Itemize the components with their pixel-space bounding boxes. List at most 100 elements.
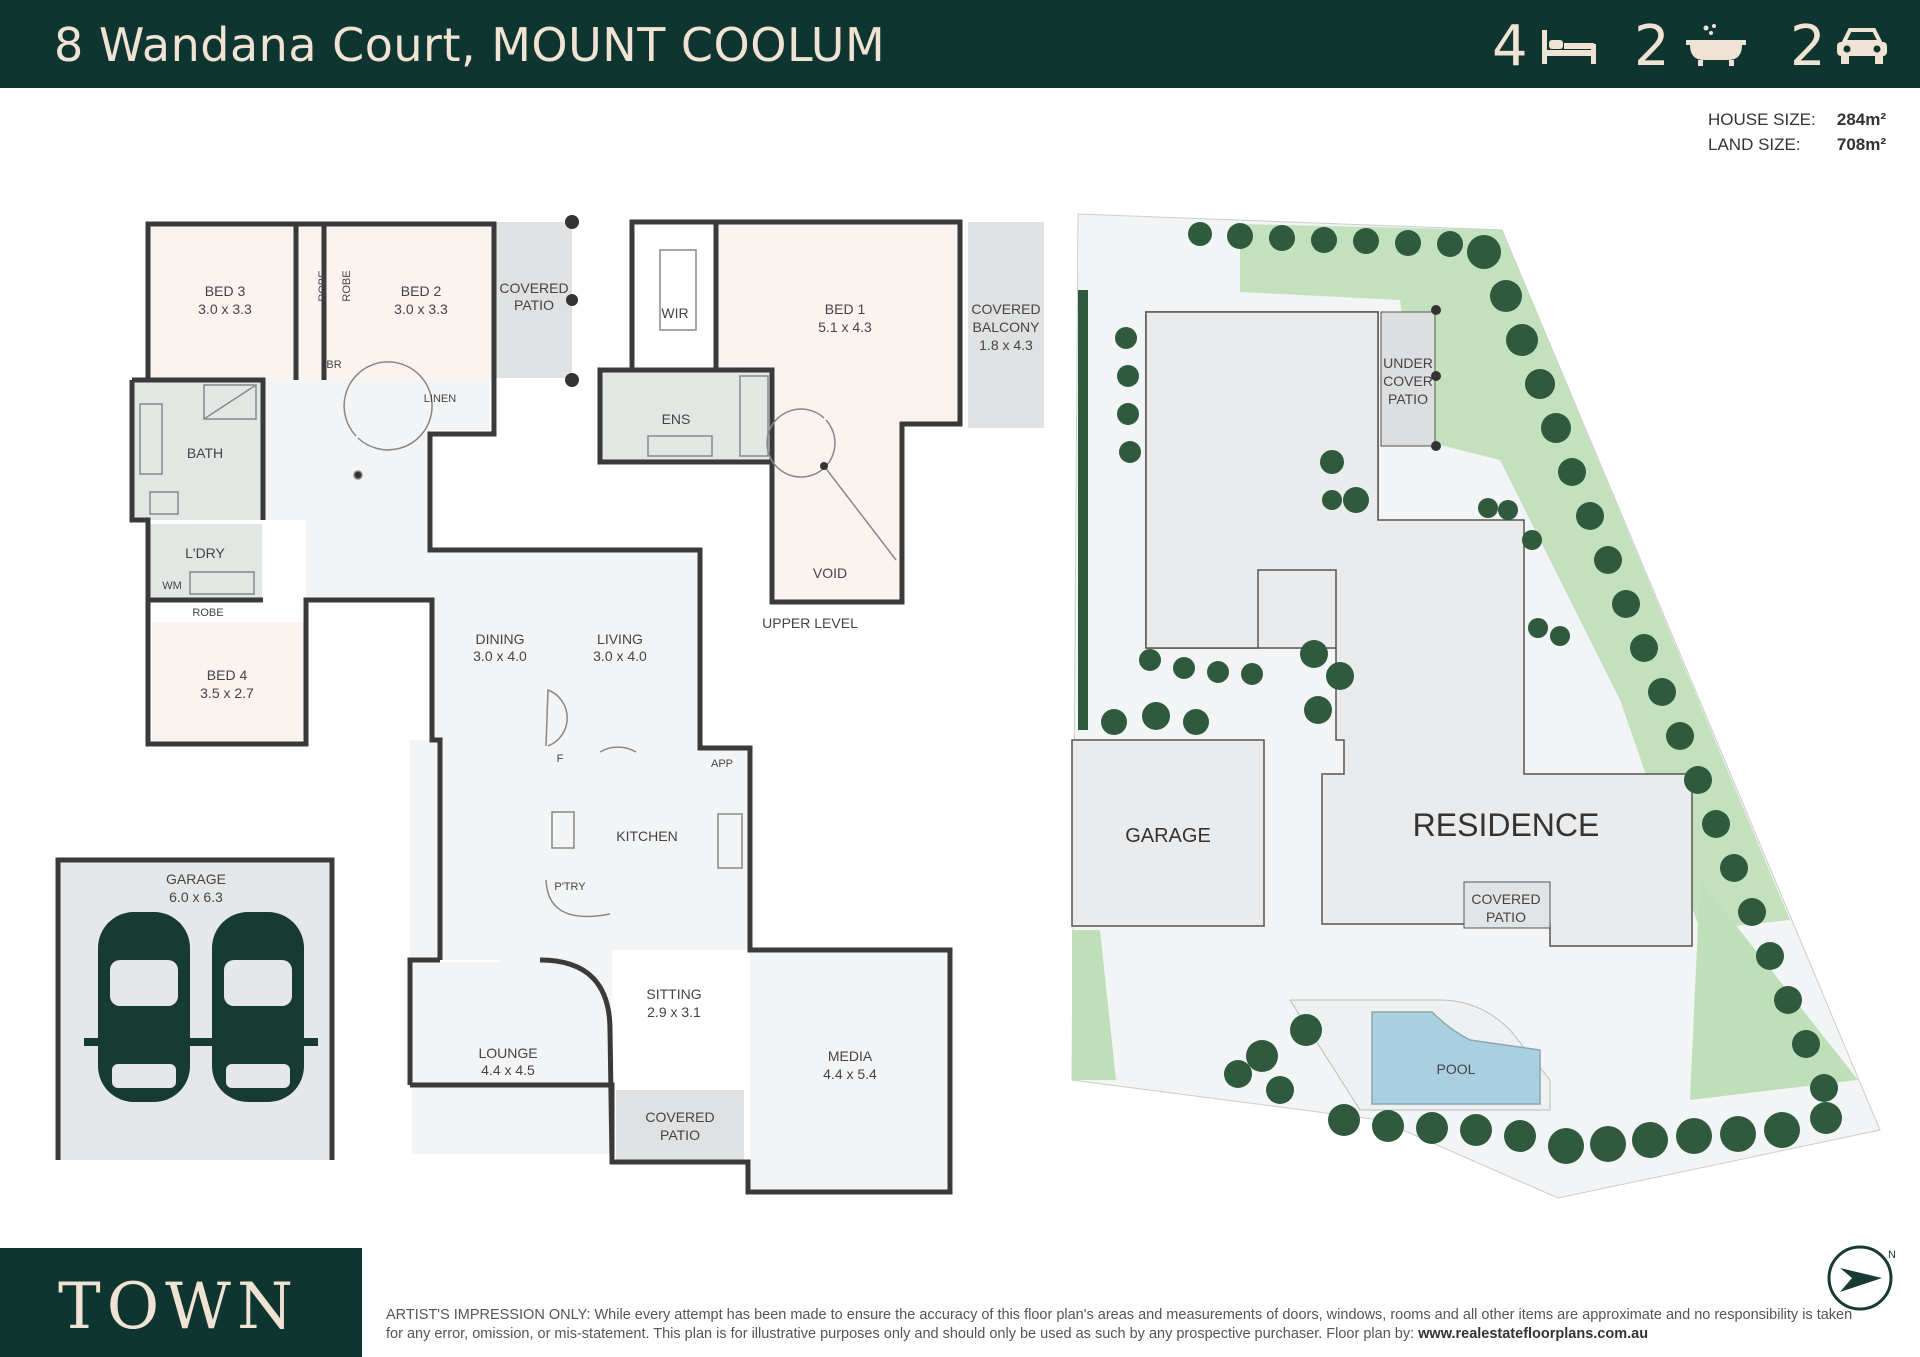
site-residence-label: RESIDENCE — [1413, 807, 1600, 843]
covered-patio-top-label-2: PATIO — [514, 297, 554, 313]
bed3-label: BED 3 — [205, 283, 246, 299]
bath-icon — [1686, 24, 1746, 66]
residence-roof — [1145, 311, 1693, 947]
disclaimer-body: ARTIST'S IMPRESSION ONLY: While every at… — [386, 1307, 1853, 1342]
bed1-fill — [716, 224, 960, 600]
site-garage-label: GARAGE — [1125, 825, 1211, 847]
media-dimensions: 4.4 x 5.4 — [823, 1066, 877, 1082]
sitting-dimensions: 2.9 x 3.1 — [647, 1004, 701, 1020]
bed4-dimensions: 3.5 x 2.7 — [200, 685, 254, 701]
lawn-right — [1240, 224, 1790, 930]
covered-patio-bottom-label-2: PATIO — [660, 1127, 700, 1143]
bed4-label: BED 4 — [207, 667, 248, 683]
sitting-label: SITTING — [646, 986, 701, 1002]
bedroom-count: 4 — [1492, 14, 1528, 79]
bath-label: BATH — [187, 445, 223, 461]
living-label: LIVING — [597, 631, 643, 647]
lawn-left — [1072, 930, 1116, 1080]
covered-patio-bottom-fill — [616, 1090, 744, 1164]
ground-floor-fixtures — [139, 361, 743, 918]
linen-label: LINEN — [424, 393, 456, 405]
dining-label: DINING — [476, 631, 525, 647]
floorplan-credit: www.realestatefloorplans.com.au — [1418, 1326, 1649, 1342]
laundry-fill — [150, 524, 262, 600]
upper-level-plan: WIR BED 1 5.1 x 4.3 COVERED BALCONY 1.8 … — [597, 219, 1044, 631]
brand-block: TOWN — [0, 1248, 362, 1357]
site-under-label: UNDER — [1383, 355, 1433, 371]
north-compass-icon: N — [1827, 1245, 1896, 1311]
bed1-label: BED 1 — [825, 301, 866, 317]
bed4-fill — [152, 622, 306, 744]
property-sizes: HOUSE SIZE:284m² LAND SIZE:708m² — [1708, 110, 1886, 160]
site-cover-label: COVER — [1383, 373, 1433, 389]
upper-level-label: UPPER LEVEL — [762, 615, 858, 631]
balcony-label-2: BALCONY — [973, 319, 1041, 335]
appliance-label: APP — [711, 758, 733, 770]
garage-label: GARAGE — [166, 871, 226, 887]
lounge-label: LOUNGE — [478, 1045, 537, 1061]
stair-post — [820, 462, 828, 470]
brand-logo: TOWN — [58, 1270, 299, 1344]
bathroom-count: 2 — [1634, 14, 1670, 79]
robe-label: ROBE — [317, 270, 329, 301]
fridge-label: F — [557, 753, 564, 765]
living-areas-fill — [263, 380, 750, 1085]
ensuite-label: ENS — [662, 411, 691, 427]
upper-level-fixtures — [647, 249, 897, 561]
garage-dimensions: 6.0 x 6.3 — [169, 889, 223, 905]
column — [1431, 371, 1441, 381]
column — [565, 373, 579, 387]
lounge-fill — [412, 962, 612, 1154]
dining-dimensions: 3.0 x 4.0 — [473, 648, 527, 664]
svg-text:N: N — [1888, 1249, 1896, 1261]
bed2-label: BED 2 — [401, 283, 442, 299]
void-label: VOID — [813, 565, 847, 581]
robe-label: ROBE — [192, 607, 223, 619]
bed2-dimensions: 3.0 x 3.3 — [394, 301, 448, 317]
br-label: BR — [326, 359, 341, 371]
column — [1431, 441, 1441, 451]
site-patio-label-2: PATIO — [1486, 909, 1526, 925]
ground-floor-walls — [129, 221, 953, 1195]
covered-patio-bottom-label: COVERED — [645, 1109, 714, 1125]
car-left — [84, 912, 204, 1102]
bed1-dimensions: 5.1 x 4.3 — [818, 319, 872, 335]
garage-roof — [1071, 739, 1265, 927]
disclaimer-text: ARTIST'S IMPRESSION ONLY: While every at… — [386, 1306, 1866, 1344]
wm-label: WM — [162, 580, 182, 592]
living-dimensions: 3.0 x 4.0 — [593, 648, 647, 664]
site-plan: GARAGE RESIDENCE UNDER COVER PATIO COVER… — [1071, 213, 1881, 1199]
media-label: MEDIA — [828, 1048, 873, 1064]
column — [1431, 305, 1441, 315]
robe-label: ROBE — [341, 270, 353, 301]
bed-icon — [1542, 30, 1596, 64]
pool — [1371, 1011, 1541, 1105]
kitchen-label: KITCHEN — [616, 828, 677, 844]
site-pool-label: POOL — [1437, 1061, 1476, 1077]
covered-patio-site — [1463, 881, 1551, 929]
covered-patio-top-fill — [494, 222, 572, 378]
under-cover-patio — [1380, 311, 1436, 447]
media-fill — [750, 950, 950, 1190]
garage-walls — [55, 857, 335, 1160]
header-bar: 8 Wandana Court, MOUNT COOLUM 4 2 2 — [0, 0, 1920, 88]
pantry-label: P'TRY — [554, 881, 586, 893]
covered-patio-top-label: COVERED — [499, 280, 568, 296]
ensuite-fill — [600, 370, 772, 462]
land-size-label: LAND SIZE: — [1708, 135, 1801, 154]
upper-level-walls — [597, 219, 963, 605]
ground-floor-plan: BED 3 3.0 x 3.3 BED 2 3.0 x 3.3 ROBE ROB… — [55, 215, 953, 1195]
site-patio-label: PATIO — [1388, 391, 1428, 407]
covered-balcony-fill — [968, 222, 1044, 428]
bed3-dimensions: 3.0 x 3.3 — [198, 301, 252, 317]
hedge-plants — [1101, 222, 1842, 1164]
balcony-label: COVERED — [971, 301, 1040, 317]
bedrooms-top-fill — [148, 224, 494, 380]
column — [566, 294, 578, 306]
property-address: 8 Wandana Court, MOUNT COOLUM — [54, 18, 886, 72]
lounge-dimensions: 4.4 x 4.5 — [481, 1062, 535, 1078]
house-size-value: 284m² — [1836, 110, 1886, 129]
house-size-label: HOUSE SIZE: — [1708, 110, 1816, 129]
balcony-dimensions: 1.8 x 4.3 — [979, 337, 1033, 353]
